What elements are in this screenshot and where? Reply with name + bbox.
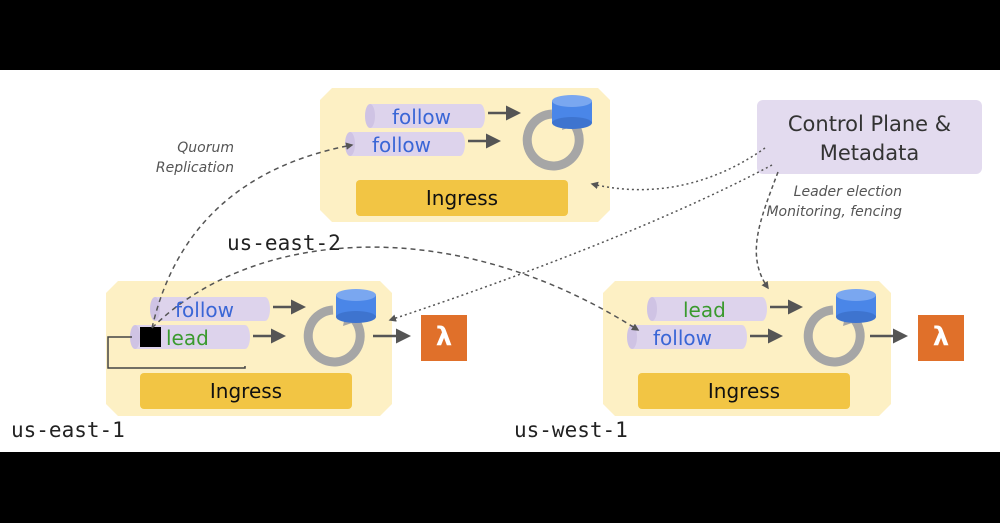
- us-west-1-ingress-label: Ingress: [707, 379, 781, 403]
- us-east-1-stream-top-label: follow: [175, 298, 234, 322]
- ingress-bar-us-west-1: [638, 373, 850, 409]
- writer-box: [140, 327, 161, 347]
- bottom-letterbox: [0, 452, 1000, 523]
- control-arrow-to-us-east-2: [590, 147, 766, 191]
- lambda-icon-us-west-1: λ: [932, 322, 950, 352]
- us-east-2-stream-top-label: follow: [392, 105, 451, 129]
- us-east-1-region-label: us-east-1: [11, 418, 125, 442]
- ingress-bar-us-east-2: [356, 180, 568, 216]
- control-arrow-to-us-west-1: [755, 171, 779, 290]
- stream-arrows-us-west-1: [750, 299, 908, 344]
- us-east-2-ingress-label: Ingress: [425, 186, 499, 210]
- ingress-feedback-line: [107, 336, 246, 369]
- control-plane-title-line2: Metadata: [819, 141, 920, 165]
- lambda-box-us-west-1: [918, 315, 964, 361]
- lambda-icon-us-east-1: λ: [435, 322, 453, 352]
- stream-cylinder-us-west-1-top: [647, 297, 767, 321]
- us-west-1-stream-top-label: lead: [683, 298, 726, 322]
- stream-arrows-us-east-2: [468, 105, 521, 149]
- control-plane-title-line1: Control Plane &: [787, 112, 952, 136]
- leader-annotation-line2: Monitoring, fencing: [766, 204, 902, 220]
- quorum-annotation-line2: Replication: [155, 160, 234, 176]
- ingress-bar-us-east-1: [140, 373, 352, 409]
- quorum-arrow-to-us-east-2: [151, 142, 354, 329]
- us-east-1-stream-bottom-label: lead: [166, 326, 209, 350]
- us-east-2-stream-bottom-label: follow: [372, 133, 431, 157]
- stream-cylinder-us-east-2-top: [365, 104, 485, 128]
- quorum-annotation-line1: Quorum: [177, 140, 234, 156]
- stream-cylinder-us-east-2-bottom: [345, 132, 465, 156]
- us-east-2-region-label: us-east-2: [227, 231, 341, 255]
- database-icon-us-east-1: [336, 289, 376, 323]
- database-icon-us-west-1: [836, 289, 876, 323]
- top-letterbox: [0, 0, 1000, 70]
- leader-annotation-line1: Leader election: [793, 184, 902, 200]
- stream-arrows-us-east-1: [253, 299, 411, 344]
- lambda-box-us-east-1: [421, 315, 467, 361]
- us-west-1-region-label: us-west-1: [514, 418, 628, 442]
- database-icon-us-east-2: [552, 95, 592, 129]
- us-east-1-ingress-label: Ingress: [209, 379, 283, 403]
- us-west-1-stream-bottom-label: follow: [653, 326, 712, 350]
- quorum-arrow-to-us-west-1: [151, 246, 640, 331]
- control-plane-box: [757, 100, 982, 174]
- stream-cylinder-us-west-1-bottom: [627, 325, 747, 349]
